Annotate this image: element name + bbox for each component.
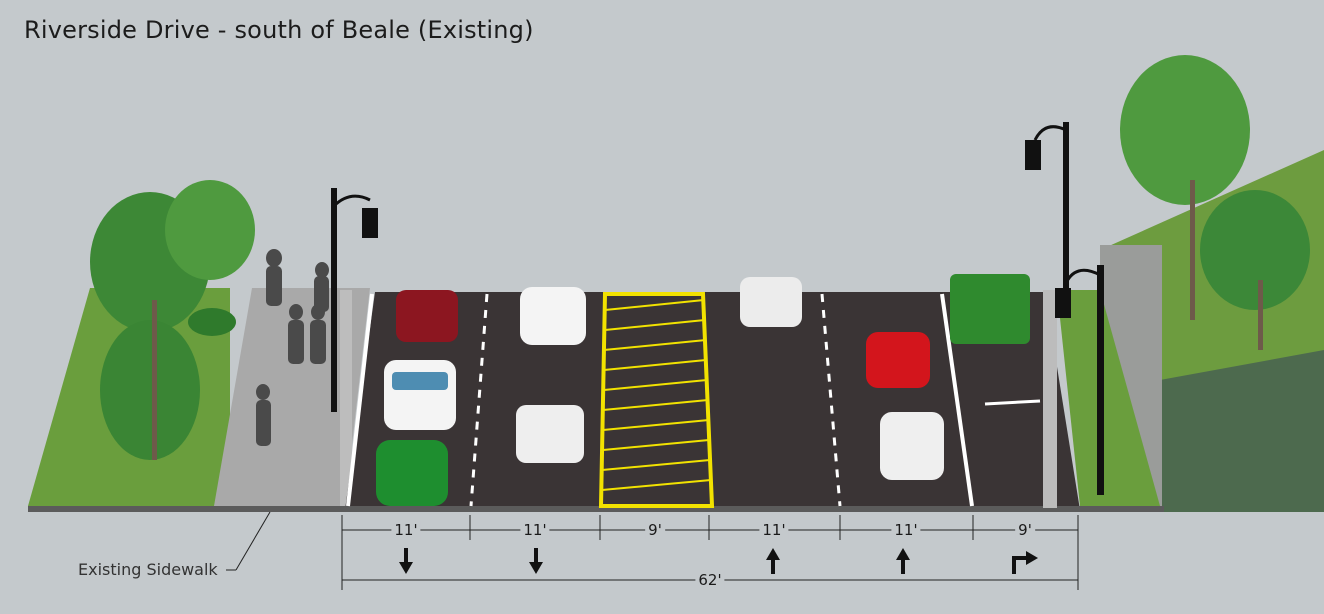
median-outline (598, 292, 715, 508)
arrow-right-turn-icon (1012, 551, 1038, 574)
turn-arrow-marking (984, 399, 1041, 406)
lane-width-2: 11' (520, 521, 550, 539)
right-grass (1057, 290, 1160, 506)
arrow-up-icon (766, 548, 780, 574)
car-white-3 (740, 277, 802, 327)
turn-lane-line (940, 293, 974, 507)
lane-width-4: 11' (759, 521, 789, 539)
car-white-suv (384, 360, 456, 430)
pedestrians (256, 249, 329, 446)
diagram-title: Riverside Drive - south of Beale (Existi… (24, 16, 534, 44)
arrow-up-icon (896, 548, 910, 574)
lane-width-1: 11' (391, 521, 421, 539)
car-white-4 (880, 412, 944, 480)
tree-right-top (1120, 55, 1250, 205)
truck-green (950, 274, 1030, 344)
lamp-post-right-2 (1097, 265, 1104, 495)
left-edge-line (346, 293, 374, 507)
shrub (188, 308, 236, 336)
car-white-1 (520, 287, 586, 345)
car-white-2 (516, 405, 584, 463)
lamp-head-right-2 (1055, 288, 1071, 318)
ground-edge (28, 506, 1164, 512)
car-green (376, 440, 448, 506)
street-lamps (331, 122, 1104, 495)
arrow-down-icon (529, 548, 543, 574)
lamp-head-right-1 (1025, 140, 1041, 170)
arrow-down-icon (399, 548, 413, 574)
left-curb (340, 290, 352, 506)
cars (376, 274, 1030, 506)
tree-left-bottom (100, 320, 200, 460)
right-curb (1043, 290, 1057, 508)
tree-right-bottom (1200, 190, 1310, 310)
car-red (866, 332, 930, 388)
tree-left-back (165, 180, 255, 280)
lamp-post-right-1 (1063, 122, 1069, 292)
lamp-post-left (331, 188, 337, 412)
sidewalk-callout: Existing Sidewalk (78, 560, 218, 579)
turn-lane-width: 9' (1015, 521, 1035, 539)
water-channel (1160, 350, 1324, 512)
lane-width-5: 11' (891, 521, 921, 539)
median-hatch (601, 299, 712, 491)
car-red-sedan (396, 290, 458, 342)
lane-dash-1 (469, 293, 489, 507)
total-width: 62' (695, 571, 725, 589)
lamp-head-left (362, 208, 378, 238)
lane-dash-2 (820, 293, 842, 507)
trees (90, 55, 1310, 460)
median-width: 9' (645, 521, 665, 539)
